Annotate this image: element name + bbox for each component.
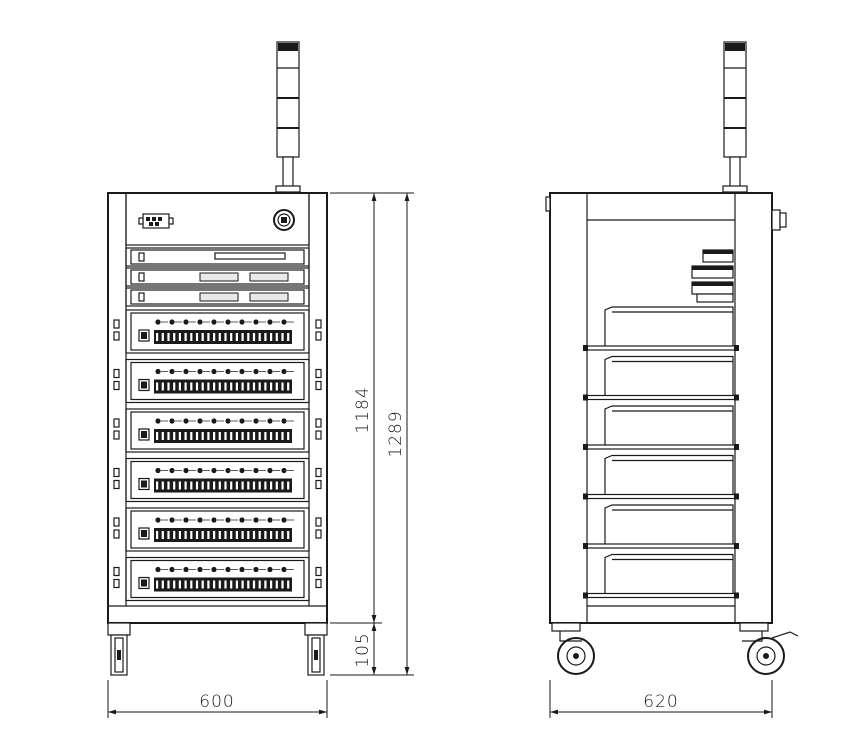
dimension-label-105: 105 (353, 632, 373, 667)
side-view (545, 41, 799, 675)
test-module (113, 457, 322, 503)
front-caster-right (304, 622, 328, 676)
shelf (583, 553, 739, 599)
power-socket-icon (138, 213, 174, 229)
dimension-front-width: 600 (107, 680, 328, 718)
side-caster-right (739, 622, 799, 675)
dimension-caster-height: 105 (353, 623, 377, 675)
signal-tower-light (275, 41, 301, 193)
test-module (113, 556, 322, 602)
shelf (583, 405, 739, 450)
shelf (583, 454, 739, 500)
test-module (113, 507, 322, 552)
dimension-total-height: 1289 (330, 192, 414, 676)
side-caster-left (551, 622, 595, 675)
test-module (113, 408, 322, 453)
front-caster-left (107, 622, 131, 676)
shelf (583, 504, 739, 549)
front-control-panel (138, 209, 295, 231)
dimension-frame-height: 1184 (330, 192, 382, 624)
side-cabinet-frame (545, 192, 787, 624)
dimension-side-depth: 620 (549, 680, 773, 718)
dimension-label-600: 600 (199, 692, 234, 712)
dimension-label-620: 620 (643, 692, 678, 712)
side-shelves (583, 306, 739, 599)
shelf (583, 355, 739, 401)
shelf (583, 306, 739, 351)
test-module (113, 358, 322, 404)
test-module (113, 309, 322, 354)
front-test-modules (113, 309, 322, 602)
emergency-stop-icon (273, 209, 295, 231)
dimension-label-1289: 1289 (386, 410, 406, 457)
side-1u-units (691, 249, 734, 303)
front-1u-units (125, 247, 310, 307)
side-signal-tower-light (722, 41, 748, 193)
front-view (107, 41, 328, 676)
dimension-label-1184: 1184 (353, 386, 373, 433)
